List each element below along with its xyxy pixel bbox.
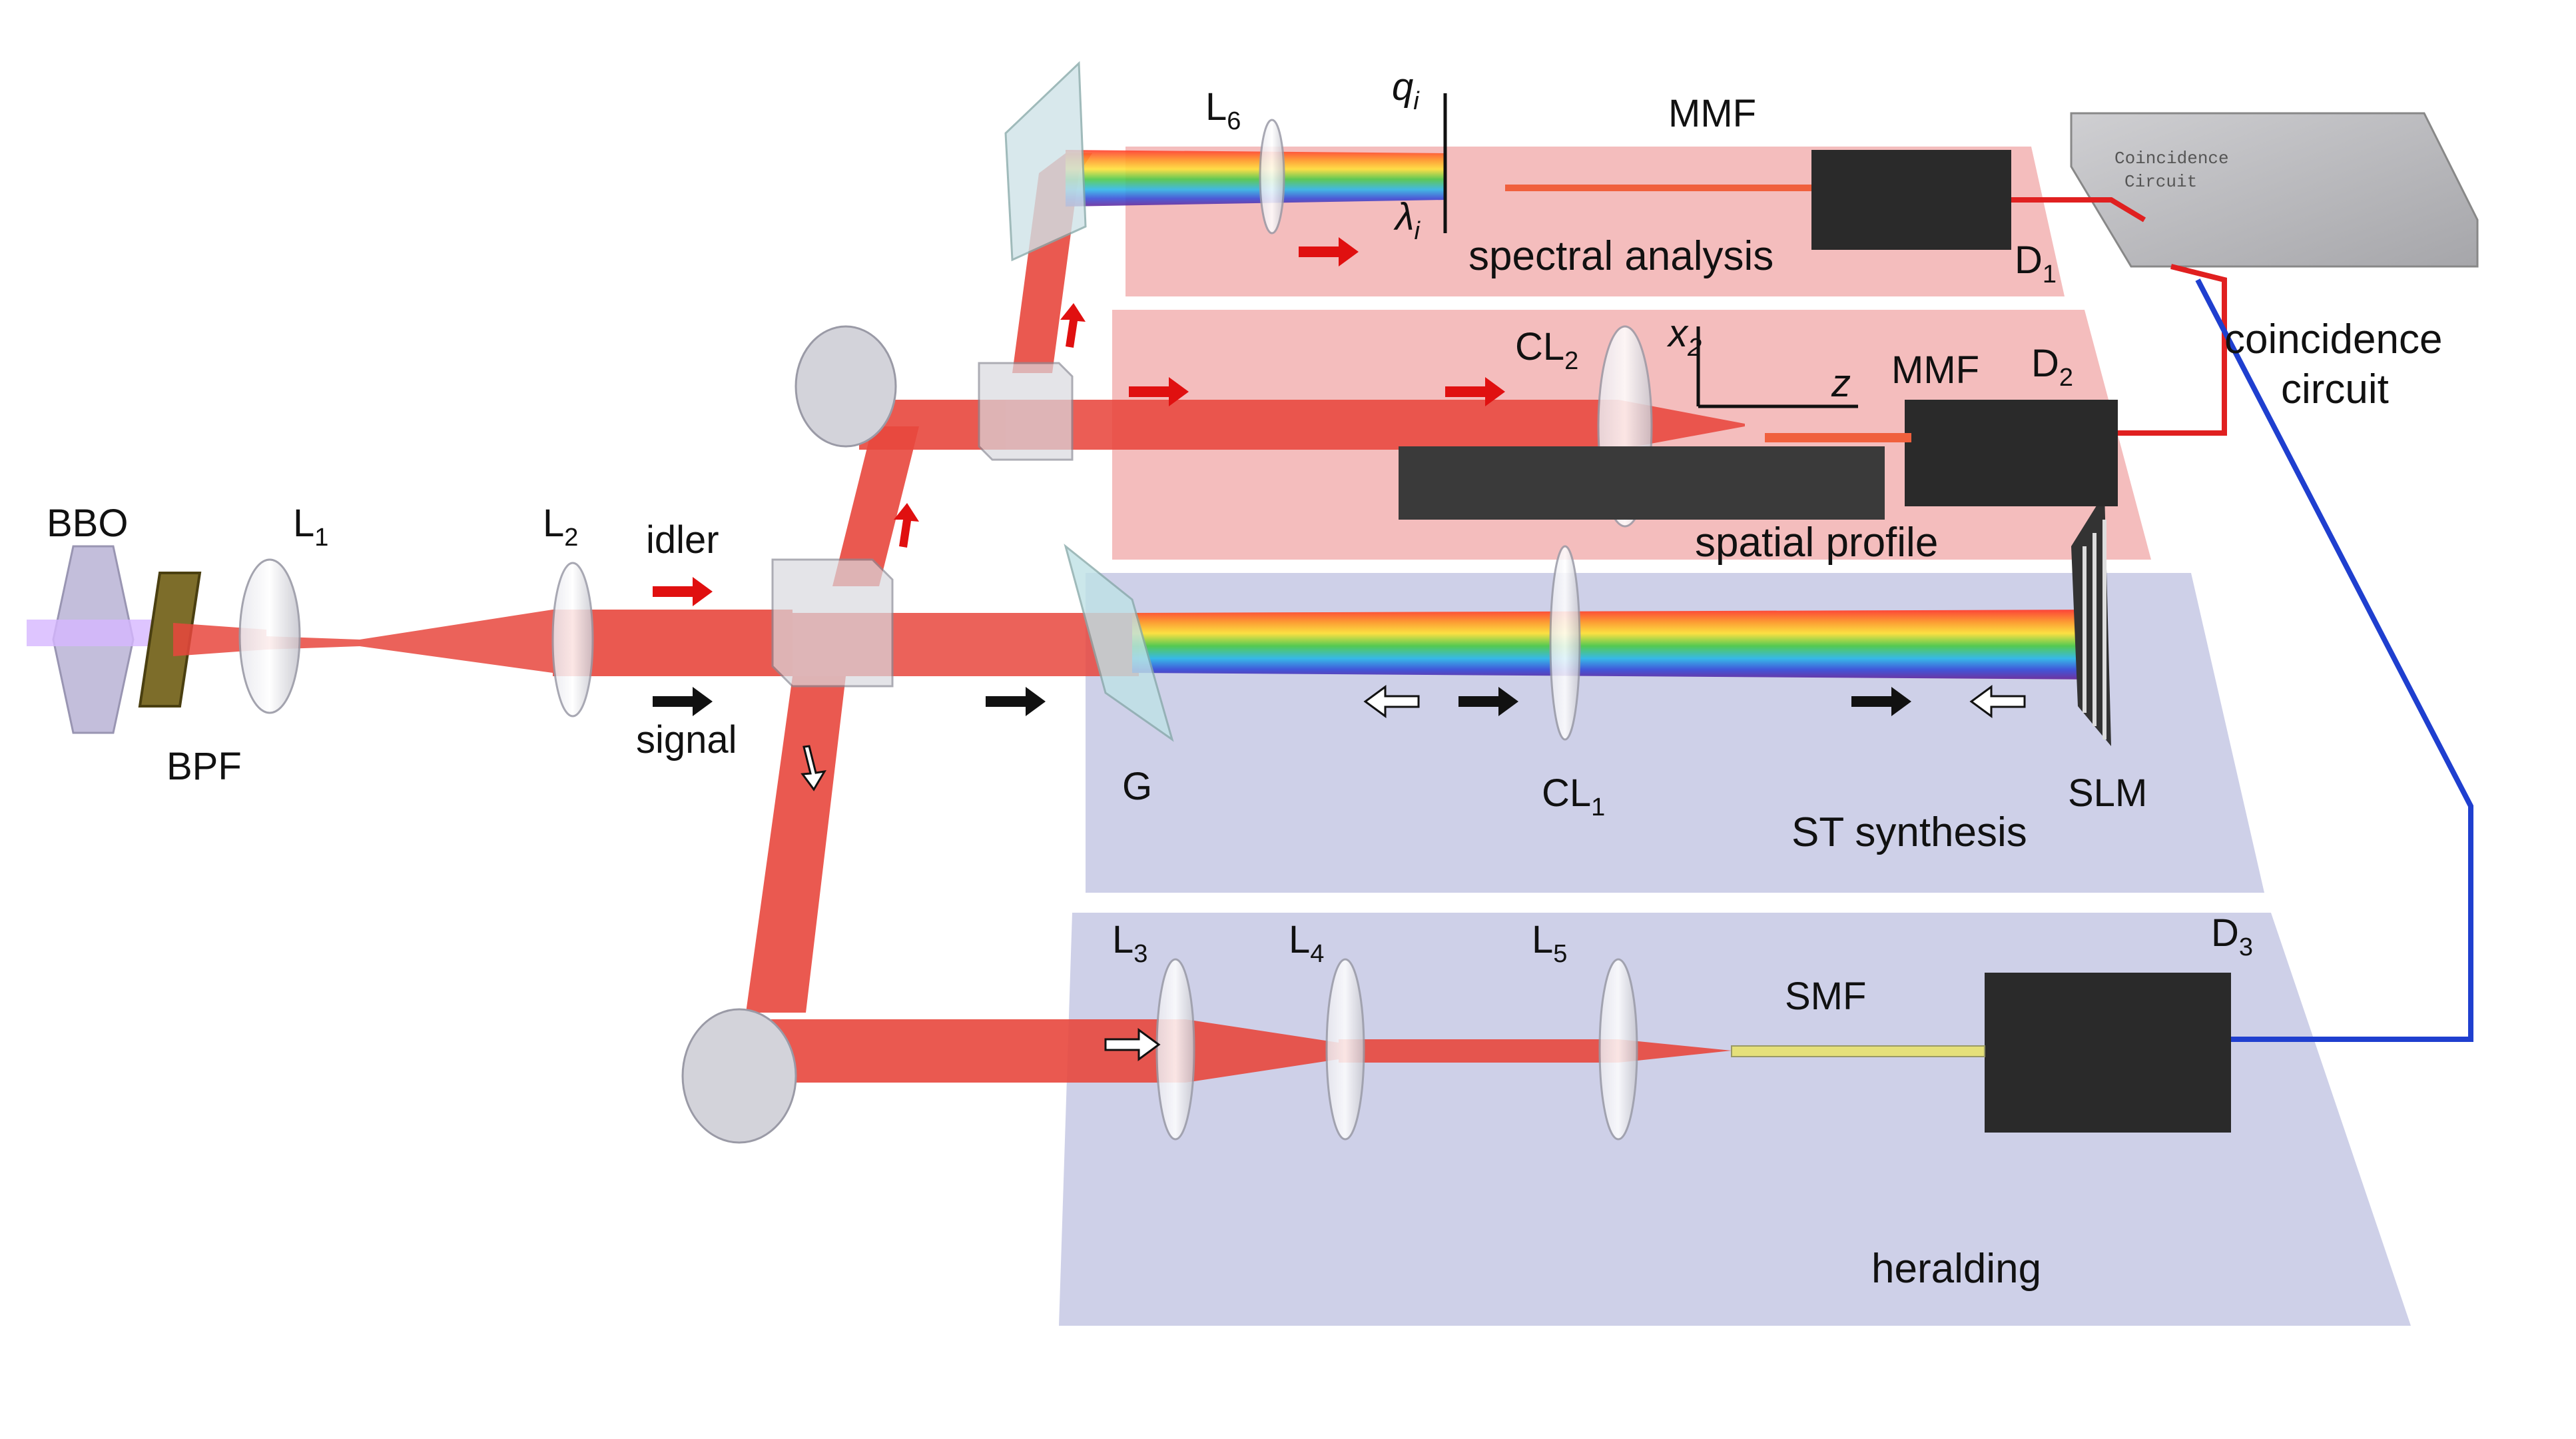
grating-g: [1064, 543, 1174, 742]
label-bpf: BPF: [166, 745, 242, 788]
label-l1: L1: [293, 502, 328, 552]
mirror-lower: [681, 1008, 797, 1144]
label-d1: D1: [2015, 239, 2057, 288]
label-heralding: heralding: [1871, 1246, 2041, 1292]
label-l3: L3: [1112, 918, 1147, 968]
label-signal: signal: [636, 718, 737, 761]
lens-l3: [1155, 958, 1195, 1141]
label-d2: D2: [2031, 342, 2073, 392]
chip-text-1: Coincidence: [2114, 149, 2229, 169]
label-circuit: circuit: [2281, 366, 2389, 412]
bpf-filter: [138, 572, 202, 708]
beam-splitter-1: [771, 558, 894, 688]
lens-l2: [551, 562, 594, 718]
label-bbo: BBO: [47, 502, 129, 545]
rainbow-beam-top: [1066, 150, 1445, 207]
label-st-synthesis: ST synthesis: [1791, 809, 2027, 855]
label-z: z: [1831, 362, 1851, 405]
lens-l1: [238, 558, 301, 714]
chip-text-2: Circuit: [2124, 172, 2197, 192]
label-l5: L5: [1532, 918, 1567, 968]
detector-d2: [1905, 400, 2118, 506]
label-mmf-mid: MMF: [1891, 348, 1979, 392]
label-d3: D3: [2211, 911, 2253, 961]
beam-l5-smf: [1618, 1039, 1732, 1063]
return-arrows: [801, 685, 2026, 1061]
label-cl2: CL2: [1515, 325, 1578, 375]
label-smf: SMF: [1785, 975, 1866, 1018]
label-x2: x2: [1666, 312, 1702, 362]
label-slm: SLM: [2068, 771, 2147, 815]
mmf-fiber-mid: [1765, 433, 1911, 442]
detector-d3: [1985, 973, 2231, 1133]
label-lambda: λi: [1393, 195, 1421, 245]
label-l2: L2: [543, 502, 578, 552]
label-l6: L6: [1205, 85, 1241, 135]
rainbow-beam-st: [1132, 610, 2104, 680]
label-q: qi: [1392, 65, 1420, 115]
label-mmf-top: MMF: [1668, 92, 1756, 135]
beam-l4-l5: [1339, 1039, 1618, 1063]
label-idler: idler: [646, 518, 719, 562]
beam-down: [746, 676, 846, 1013]
label-cl1: CL1: [1542, 771, 1605, 821]
lens-l4: [1325, 958, 1365, 1141]
slm-grating-lines: [2083, 520, 2106, 739]
label-spatial-profile: spatial profile: [1695, 520, 1938, 566]
wire-d1: [2011, 197, 2146, 223]
coincidence-chip: [2070, 112, 2479, 268]
label-spectral-analysis: spectral analysis: [1468, 233, 1773, 279]
detector-d1: [1811, 150, 2011, 250]
idler-arrows: [653, 237, 1505, 606]
beam-l1-l2: [266, 610, 553, 673]
translation-stage: [1399, 446, 1885, 520]
lens-l5: [1598, 958, 1638, 1141]
smf-fiber: [1731, 1045, 1985, 1057]
beam-l3-l4: [1185, 1019, 1339, 1083]
slm: [2071, 493, 2111, 746]
mirror-top: [1004, 61, 1087, 262]
wire-d3: [2195, 278, 2473, 1042]
wire-d2: [2118, 264, 2227, 436]
fiber-top: [1505, 185, 1811, 191]
beam-to-cl2: [1006, 400, 1618, 450]
label-g: G: [1122, 765, 1152, 808]
lens-cl1: [1549, 545, 1581, 741]
lens-l6: [1259, 119, 1285, 235]
label-l4: L4: [1289, 918, 1324, 968]
label-coincidence: coincidence: [2224, 316, 2442, 362]
mirror-upper: [795, 325, 897, 448]
signal-arrows: [653, 687, 1911, 716]
beam-idler-up: [832, 426, 919, 586]
beam-splitter-2: [978, 362, 1074, 461]
